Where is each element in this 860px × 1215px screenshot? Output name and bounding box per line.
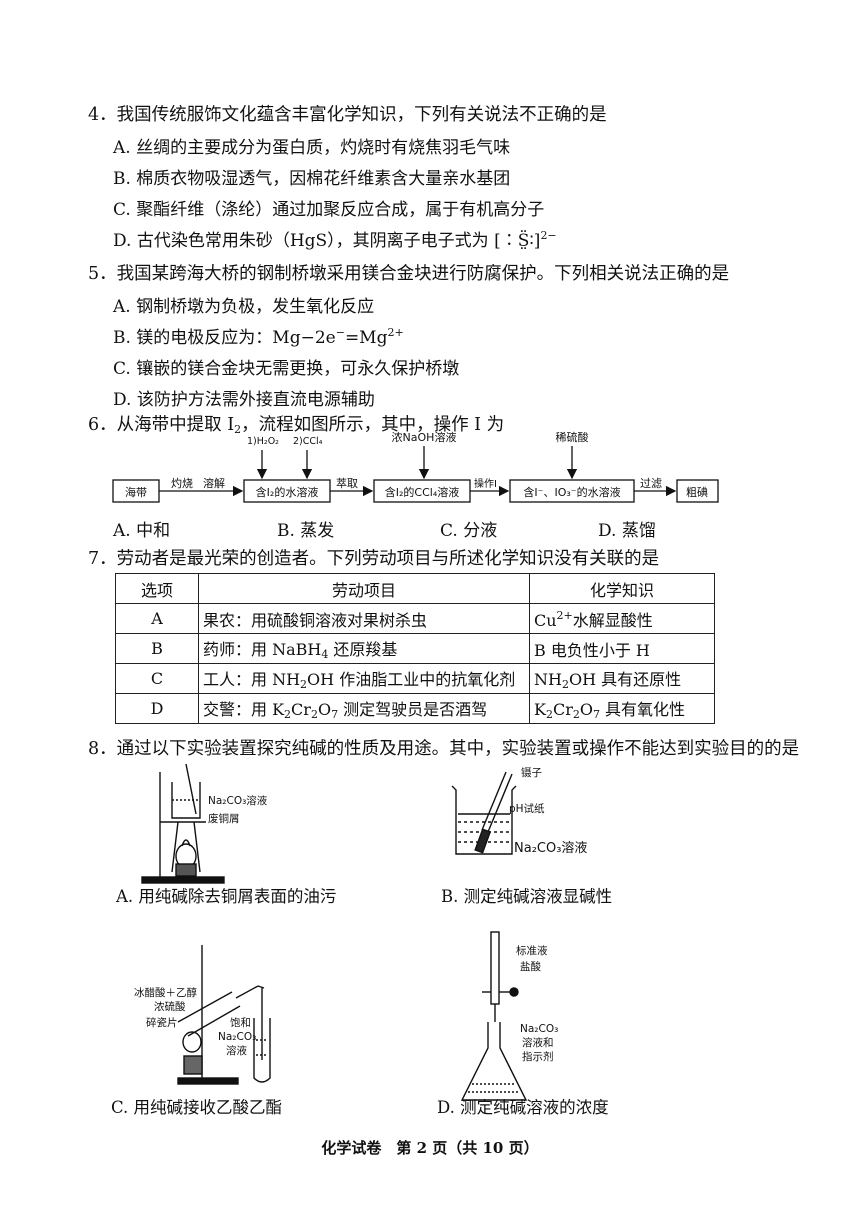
flow-reagent2: 2)CCl₄ <box>293 436 323 447</box>
figA-label-solution: Na₂CO₃溶液 <box>208 794 268 807</box>
table-row: D 交警：用 K2Cr2O7 测定驾驶员是否酒驾 K2Cr2O7 具有氧化性 <box>115 693 715 724</box>
row-item: 果农：用硫酸铜溶液对果树杀虫 <box>198 603 530 634</box>
row-item: 药师：用 NaBH4 还原羧基 <box>198 633 530 664</box>
table-row: A 果农：用硫酸铜溶液对果树杀虫 Cu2+水解显酸性 <box>115 603 715 634</box>
flow-arrow1-label: 灼烧 <box>171 476 193 490</box>
q4-option-c: C. 聚酯纤维（涤纶）通过加聚反应合成，属于有机高分子 <box>113 200 545 220</box>
q6-stem-pre: 6．从海带中提取 I <box>88 415 235 435</box>
figC-label-solution: 溶液 <box>226 1044 247 1057</box>
q6-flow-diagram: 海带 灼烧 溶解 含I₂的水溶液 1)H₂O₂ 2)CCl₄ 萃取 含I₂的CC… <box>112 430 719 503</box>
row-option: C <box>115 663 199 694</box>
row-knowledge: B 电负性小于 H <box>529 633 715 664</box>
q5-b-sup2: 2+ <box>387 326 404 339</box>
flow-arrow3-label: 萃取 <box>336 477 358 490</box>
flow-arrow5-label: 过滤 <box>640 477 662 490</box>
figC-label-reagents: 冰醋酸＋乙醇 <box>134 986 197 999</box>
row-option: B <box>115 633 199 664</box>
q5-b-pre: B. 镁的电极反应为：Mg−2e <box>113 328 336 348</box>
q6-option-b: B. 蒸发 <box>277 521 335 541</box>
q4-electron-formula: [∶S̤̈∶] <box>494 231 541 251</box>
flow-box5-label: 粗碘 <box>686 486 708 499</box>
q8-apparatus-figures: Na₂CO₃溶液 废铜屑 镊子 pH试纸 Na₂CO₃溶液 冰醋酸＋乙醇 浓硫酸… <box>134 763 587 1101</box>
q4-stem: 4．我国传统服饰文化蕴含丰富化学知识，下列有关说法不正确的是 <box>88 105 607 125</box>
flow-box-crude-iodine <box>676 479 719 503</box>
figure-a-heating-setup <box>141 763 225 884</box>
q4-option-d-text: D. 古代染色常用朱砂（HgS），其阴离子电子式为 <box>113 231 489 251</box>
q4-option-a: A. 丝绸的主要成分为蛋白质，灼烧时有烧焦羽毛气味 <box>113 138 511 158</box>
table-header-row: 选项 劳动项目 化学知识 <box>115 573 715 604</box>
q5-option-b: B. 镁的电极反应为：Mg−2e−=Mg2+ <box>113 323 404 348</box>
flow-arrow2-label: 溶解 <box>203 476 225 490</box>
flow-reagent3: 浓NaOH溶液 <box>392 430 457 444</box>
q4-option-b: B. 棉质衣物吸湿透气，因棉花纤维素含大量亲水基团 <box>113 169 511 189</box>
q8-stem: 8．通过以下实验装置探究纯碱的性质及用途。其中，实验装置或操作不能达到实验目的的… <box>88 739 800 759</box>
flow-reagent4: 稀硫酸 <box>556 430 589 444</box>
q8-option-d: D. 测定纯碱溶液的浓度 <box>437 1098 609 1117</box>
figD-label-na2co3: Na₂CO₃ <box>520 1023 558 1035</box>
row-option: D <box>115 693 199 724</box>
q8-option-c: C. 用纯碱接收乙酸乙酯 <box>111 1098 283 1117</box>
q6-stem: 6．从海带中提取 I2，流程如图所示，其中，操作 I 为 <box>88 411 504 436</box>
q8-option-b: B. 测定纯碱溶液显碱性 <box>441 887 613 906</box>
q5-option-c: C. 镶嵌的镁合金块无需更换，可永久保护桥墩 <box>113 359 460 379</box>
row-knowledge: Cu2+水解显酸性 <box>529 603 715 634</box>
q5-b-sup1: − <box>335 326 345 339</box>
q8-option-a: A. 用纯碱除去铜屑表面的油污 <box>116 887 337 906</box>
figure-c-ester-setup <box>177 945 271 1085</box>
q6-stem-post: ，流程如图所示，其中，操作 I 为 <box>241 415 505 435</box>
q5-stem: 5．我国某跨海大桥的钢制桥墩采用镁合金块进行防腐保护。下列相关说法正确的是 <box>88 264 730 284</box>
figB-label-solution: Na₂CO₃溶液 <box>514 841 587 856</box>
row-item: 工人：用 NH2OH 作油脂工业中的抗氧化剂 <box>198 663 530 694</box>
flow-box4-label: 含I⁻、IO₃⁻的水溶液 <box>523 485 620 499</box>
figD-label-hcl: 盐酸 <box>520 960 541 973</box>
figA-label-copper: 废铜屑 <box>208 812 240 825</box>
header-option: 选项 <box>115 573 199 604</box>
figC-label-na2co3: Na₂CO₃ <box>218 1031 256 1043</box>
flow-reagent1: 1)H₂O₂ <box>247 436 279 447</box>
page-footer: 化学试卷 第 2 页（共 10 页） <box>321 1139 539 1157</box>
header-chem-knowledge: 化学知识 <box>529 573 715 604</box>
q6-option-d: D. 蒸馏 <box>598 521 656 541</box>
figC-label-h2so4: 浓硫酸 <box>154 1000 186 1013</box>
row-option: A <box>115 603 199 634</box>
figC-label-porcelain: 碎瓷片 <box>146 1016 178 1029</box>
header-labor-item: 劳动项目 <box>198 573 530 604</box>
q6-option-c: C. 分液 <box>440 521 498 541</box>
q5-b-mid: =Mg <box>344 328 388 348</box>
flow-arrow4-label: 操作I <box>474 477 497 490</box>
q7-table: 选项 劳动项目 化学知识 A 果农：用硫酸铜溶液对果树杀虫 Cu2+水解显酸性 … <box>115 573 715 724</box>
figD-label-indicator: 指示剂 <box>522 1050 554 1063</box>
figD-label-solution: 溶液和 <box>522 1036 554 1049</box>
q6-stem-sub: 2 <box>234 423 242 436</box>
table-row: C 工人：用 NH2OH 作油脂工业中的抗氧化剂 NH2OH 具有还原性 <box>115 663 715 694</box>
figB-label-ph-paper: pH试纸 <box>509 802 545 815</box>
q4-option-d: D. 古代染色常用朱砂（HgS），其阴离子电子式为 [∶S̤̈∶]2− <box>113 226 557 251</box>
table-row: B 药师：用 NaBH4 还原羧基 B 电负性小于 H <box>115 633 715 664</box>
figD-label-standard: 标准液 <box>516 944 548 957</box>
figure-d-titration-setup <box>460 931 528 1101</box>
q7-stem: 7．劳动者是最光荣的创造者。下列劳动项目与所述化学知识没有关联的是 <box>88 549 660 569</box>
q6-option-a: A. 中和 <box>113 521 171 541</box>
figC-label-saturated: 饱和 <box>230 1017 251 1029</box>
figB-label-tweezers: 镊子 <box>521 767 542 779</box>
flow-box3-label: 含I₂的CCl₄溶液 <box>385 485 459 499</box>
q5-option-d: D. 该防护方法需外接直流电源辅助 <box>113 390 375 410</box>
flow-box1-label: 海带 <box>125 485 147 499</box>
q5-option-a: A. 钢制桥墩为负极，发生氧化反应 <box>113 297 375 317</box>
row-knowledge: K2Cr2O7 具有氧化性 <box>529 693 715 724</box>
flow-box2-label: 含I₂的水溶液 <box>256 485 319 499</box>
q4-charge: 2− <box>540 229 557 242</box>
row-item: 交警：用 K2Cr2O7 测定驾驶员是否酒驾 <box>198 693 530 724</box>
row-knowledge: NH2OH 具有还原性 <box>529 663 715 694</box>
figure-b-ph-test <box>451 771 517 855</box>
